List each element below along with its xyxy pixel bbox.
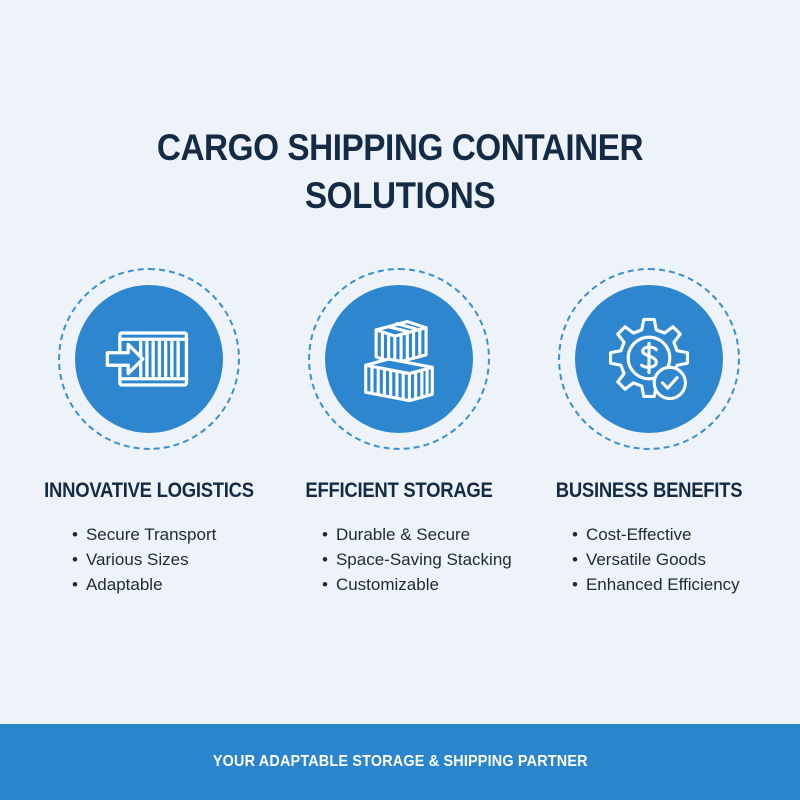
feature-business-benefits: BUSINESS BENEFITS Cost-Effective Versati… (524, 268, 774, 597)
feature-points: Cost-Effective Versatile Goods Enhanced … (524, 522, 774, 597)
list-item: Enhanced Efficiency (572, 572, 774, 597)
feature-points: Durable & Secure Space-Saving Stacking C… (274, 522, 524, 597)
feature-title: INNOVATIVE LOGISTICS (44, 479, 254, 502)
icon-disc (75, 285, 223, 433)
feature-efficient-storage: EFFICIENT STORAGE Durable & Secure Space… (274, 268, 524, 597)
dashed-ring (308, 268, 490, 450)
stacked-containers-icon (364, 320, 434, 403)
list-item: Various Sizes (72, 547, 274, 572)
list-item: Space-Saving Stacking (322, 547, 524, 572)
dashed-ring (58, 268, 240, 450)
feature-points: Secure Transport Various Sizes Adaptable (24, 522, 274, 597)
list-item: Customizable (322, 572, 524, 597)
feature-badge (58, 268, 240, 450)
list-item: Durable & Secure (322, 522, 524, 547)
list-item: Adaptable (72, 572, 274, 597)
page-title: CARGO SHIPPING CONTAINER SOLUTIONS (40, 124, 760, 220)
footer-banner: YOUR ADAPTABLE STORAGE & SHIPPING PARTNE… (0, 724, 800, 800)
title-line-1: CARGO SHIPPING CONTAINER (156, 127, 644, 168)
icon-disc (575, 285, 723, 433)
container-arrow-icon (105, 331, 189, 387)
feature-title: EFFICIENT STORAGE (305, 479, 493, 502)
title-line-2: SOLUTIONS (304, 175, 496, 216)
feature-innovative-logistics: INNOVATIVE LOGISTICS Secure Transport Va… (24, 268, 274, 597)
dashed-ring (558, 268, 740, 450)
feature-badge (308, 268, 490, 450)
footer-tagline: YOUR ADAPTABLE STORAGE & SHIPPING PARTNE… (212, 753, 588, 770)
list-item: Secure Transport (72, 522, 274, 547)
icon-disc (325, 285, 473, 433)
gear-dollar-check-icon (608, 317, 690, 401)
feature-title: BUSINESS BENEFITS (555, 479, 743, 502)
feature-badge (558, 268, 740, 450)
list-item: Cost-Effective (572, 522, 774, 547)
list-item: Versatile Goods (572, 547, 774, 572)
